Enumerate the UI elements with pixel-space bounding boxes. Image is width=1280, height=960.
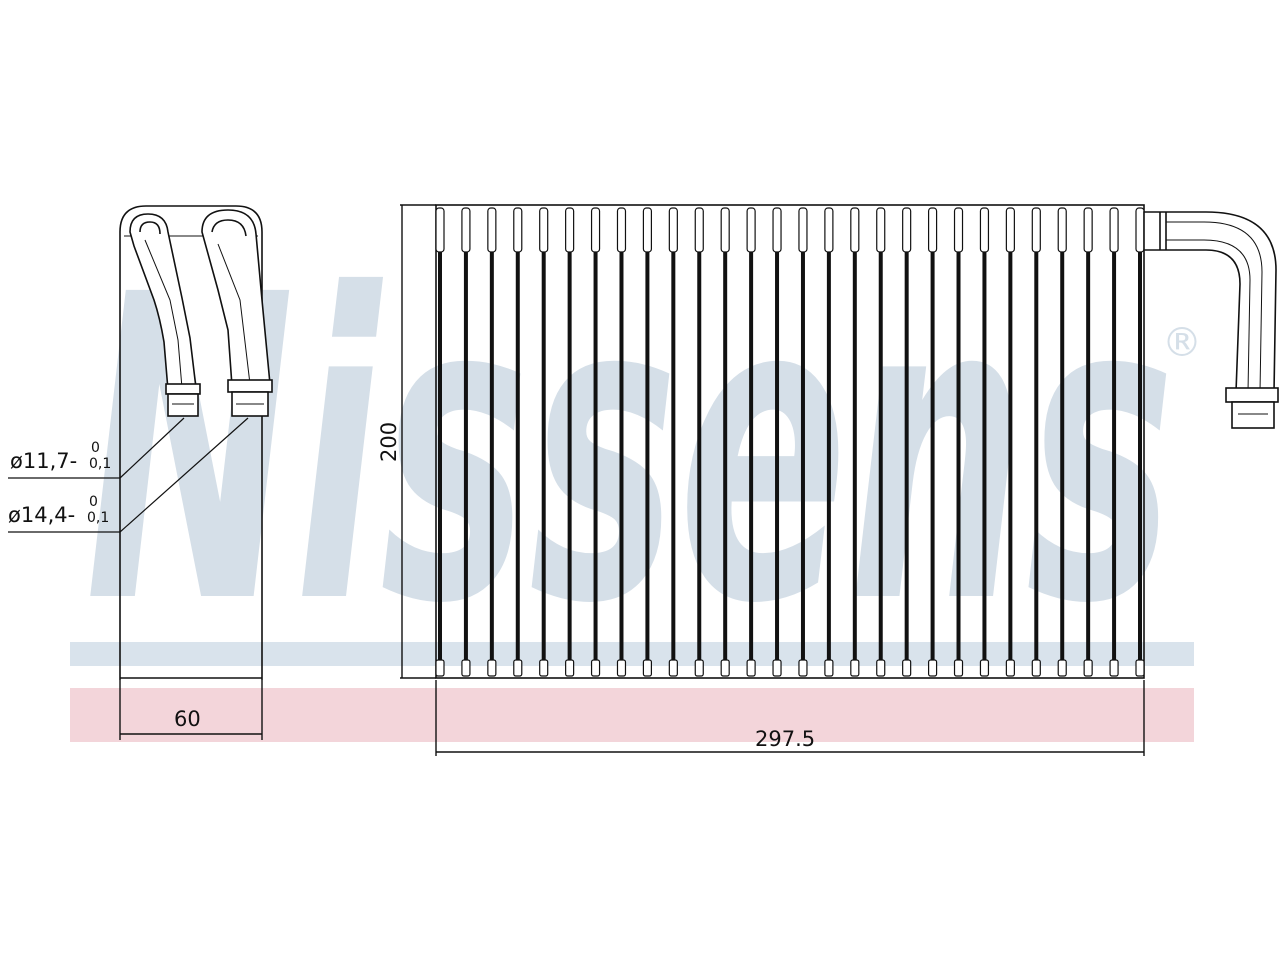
watermark: Nissens ® (70, 207, 1202, 742)
core-tube (850, 207, 860, 677)
watermark-pink-band (70, 688, 1194, 742)
core-tube (513, 207, 523, 677)
core-tube (1057, 207, 1067, 677)
core-tube (1005, 207, 1015, 677)
pipe-labels: ø11,7- 0 0,1 ø14,4- 0 0,1 60 (8, 440, 201, 731)
side-pipe-large (201, 209, 273, 417)
core-tube (979, 207, 990, 677)
core-tube (590, 207, 601, 677)
outlet-pipe (1143, 211, 1279, 429)
core-tube (694, 207, 704, 677)
width-label: 297.5 (755, 727, 815, 751)
core-tube (824, 207, 834, 677)
core-tube (487, 207, 497, 677)
core-tube (565, 207, 575, 677)
core-tube (1109, 207, 1119, 677)
core-tube (746, 207, 756, 677)
core-tube (435, 207, 445, 677)
core-tube (539, 207, 549, 677)
core-tube (1031, 207, 1041, 677)
watermark-logo-text: Nissens (85, 207, 1175, 696)
depth-label: 60 (174, 707, 201, 731)
front-view (400, 204, 1279, 756)
core-tube (1083, 207, 1093, 677)
core-outline (435, 204, 1145, 679)
side-view-outline (119, 205, 263, 680)
core-tube (876, 207, 886, 677)
core-tube (772, 207, 782, 677)
height-dimension (400, 204, 436, 679)
pipe-diameter-small: ø11,7- (10, 449, 77, 473)
core-tube (668, 207, 678, 677)
watermark-registered-mark: ® (1162, 320, 1202, 366)
side-view (8, 205, 273, 740)
depth-dimension (119, 680, 263, 740)
core-tubes (435, 207, 1145, 677)
pipe-tol-upper-small: 0 (91, 440, 100, 456)
pipe-diameter-large: ø14,4- (8, 503, 75, 527)
core-tube (461, 207, 471, 677)
width-dimension (435, 680, 1145, 756)
pipe-tol-lower-small: 0,1 (89, 456, 111, 472)
core-tube (616, 207, 627, 677)
core-tube (642, 207, 653, 677)
core-tube (927, 207, 938, 677)
front-labels: 200 297.5 (377, 422, 815, 751)
core-tube (798, 207, 808, 677)
pipe-tol-lower-large: 0,1 (87, 510, 109, 526)
pipe-leaders (8, 417, 249, 533)
pipe-tol-upper-large: 0 (89, 494, 98, 510)
core-tube (720, 207, 730, 677)
height-label: 200 (377, 422, 401, 462)
core-tube (902, 207, 912, 677)
core-tube (953, 207, 964, 677)
side-pipe-small (129, 213, 201, 417)
